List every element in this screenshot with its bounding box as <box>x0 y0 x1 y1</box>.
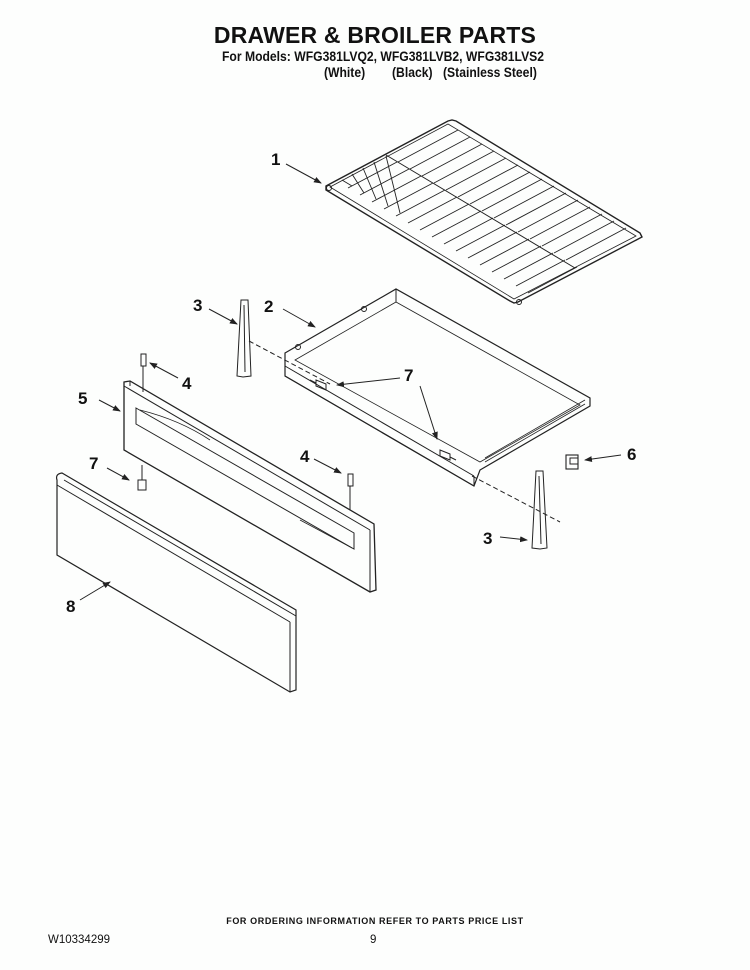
callout-2: 2 <box>264 297 274 316</box>
callout-4-right: 4 <box>300 447 310 466</box>
drawer-front-panel <box>123 380 377 593</box>
drawer-front-trim <box>55 472 297 693</box>
callout-3-right: 3 <box>483 529 493 548</box>
callout-7-panel: 7 <box>89 454 99 473</box>
document-number: W10334299 <box>48 934 111 946</box>
callout-5: 5 <box>78 389 88 408</box>
broiler-rack <box>325 119 643 305</box>
ordering-note: FOR ORDERING INFORMATION REFER TO PARTS … <box>226 916 524 926</box>
screw-drawer-left <box>309 379 327 391</box>
drawer-slide-left <box>236 299 252 378</box>
page-number: 9 <box>370 934 377 946</box>
variant-stainless: (Stainless Steel) <box>443 65 537 80</box>
screw-panel <box>137 465 147 491</box>
drawer-slide-right <box>531 470 548 550</box>
callout-8: 8 <box>66 597 76 616</box>
page-title: DRAWER & BROILER PARTS <box>213 22 537 48</box>
variant-white: (White) <box>324 65 366 80</box>
variant-black: (Black) <box>392 65 433 80</box>
callout-7-drawer: 7 <box>404 366 414 385</box>
leader-lines <box>79 163 622 601</box>
broiler-pan-drawer <box>284 288 591 487</box>
stud-left <box>140 353 147 392</box>
stud-right <box>347 473 354 510</box>
callout-6: 6 <box>627 445 637 464</box>
callout-3-left: 3 <box>193 296 203 315</box>
callout-4-left: 4 <box>182 374 192 393</box>
clip <box>565 454 579 470</box>
screw-drawer-right <box>439 449 457 461</box>
model-list: For Models: WFG381LVQ2, WFG381LVB2, WFG3… <box>222 49 545 64</box>
callout-1: 1 <box>271 150 281 169</box>
